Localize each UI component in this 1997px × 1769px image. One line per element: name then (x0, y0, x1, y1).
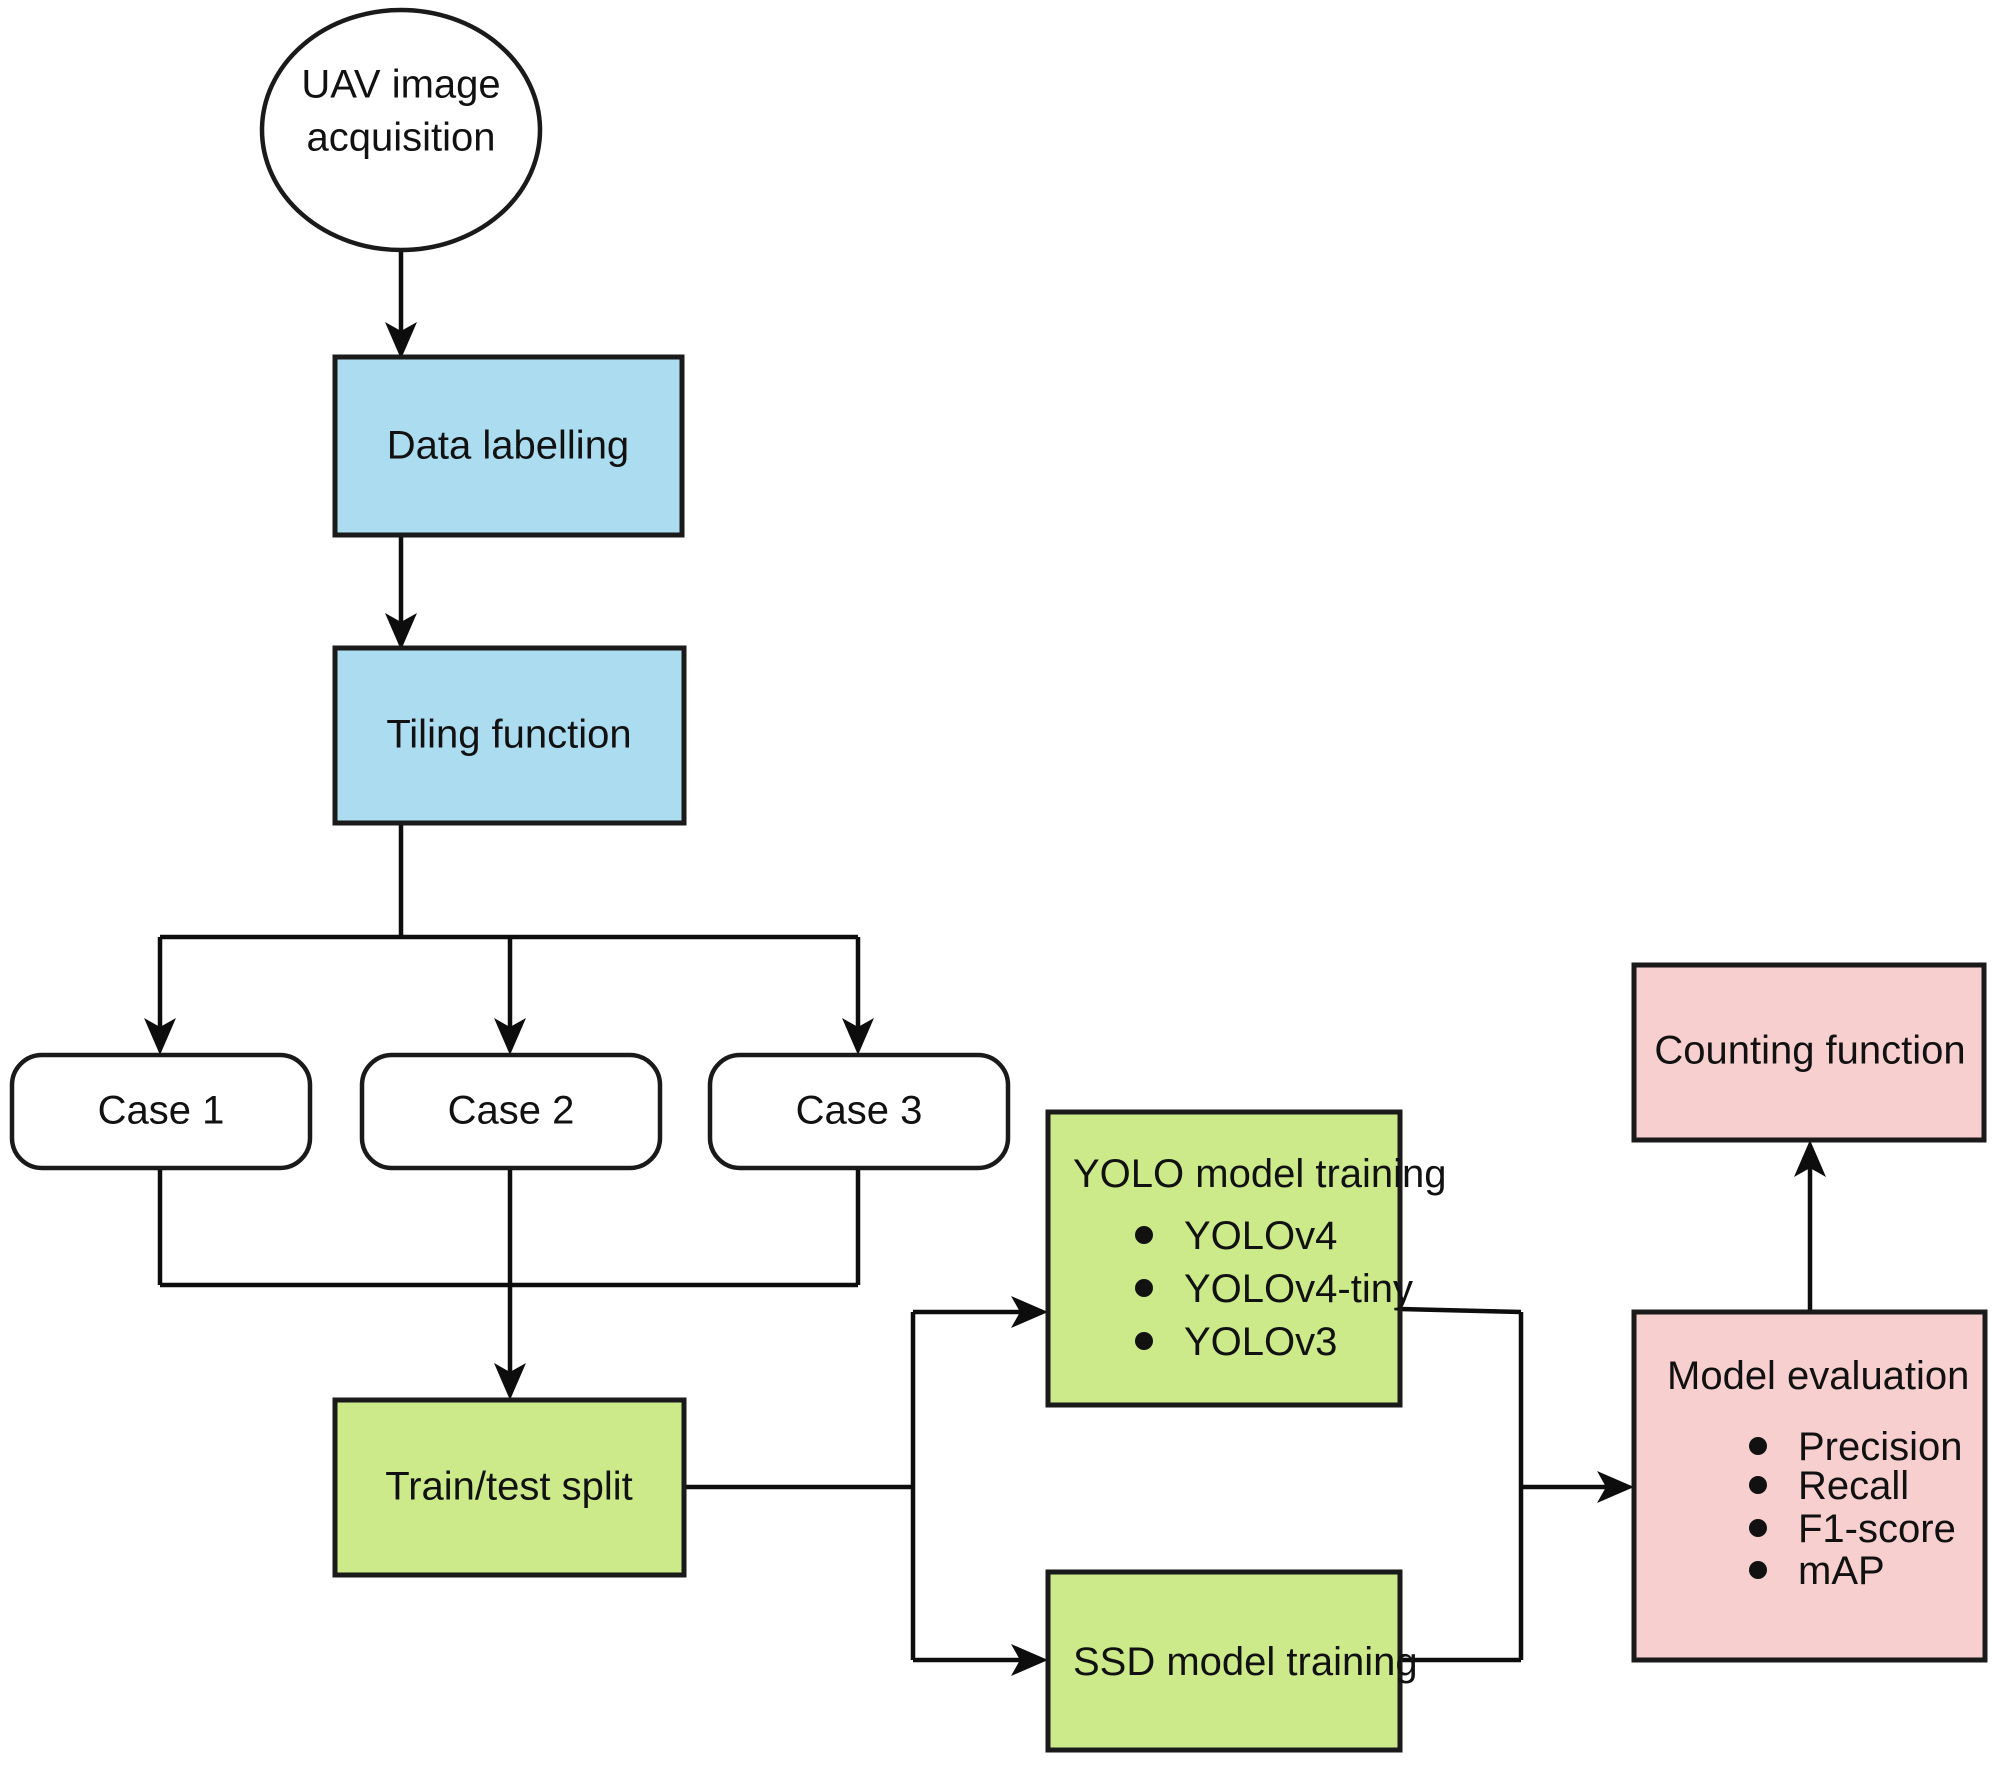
tiling-function-rect (332, 645, 687, 826)
ssd-training-rect (1045, 1569, 1403, 1753)
edge-case-2-to-train-test-split (494, 1168, 526, 1400)
edge-uav-to-data-labelling (385, 250, 417, 359)
edge-join-to-model-evaluation (1521, 1471, 1634, 1503)
model-evaluation-label: Model evaluation (1667, 1354, 1969, 1398)
train-test-split-rect (332, 1397, 687, 1578)
case-1-label: Case 1 (98, 1089, 225, 1133)
uav-acquisition-ellipse (259, 7, 543, 253)
node-case-3[interactable]: Case 3 (707, 1052, 1011, 1171)
node-train-test-split[interactable]: Train/test split (332, 1397, 687, 1578)
uav-acquisition-label-line2: acquisition (306, 116, 495, 160)
yolo-training-rect (1045, 1109, 1403, 1408)
edge-fork-to-case-2 (494, 937, 526, 1055)
yolo-bullet-dot-1 (1135, 1279, 1153, 1297)
case-2-label: Case 2 (448, 1089, 575, 1133)
model-eval-bullet-dot-1 (1749, 1476, 1767, 1494)
node-ssd-model-training[interactable]: SSD model training (1045, 1569, 1418, 1753)
edge-split-to-yolo (913, 1296, 1048, 1328)
train-test-split-label: Train/test split (385, 1465, 632, 1509)
model-evaluation-rect (1631, 1309, 1988, 1663)
node-tiling-function[interactable]: Tiling function (332, 645, 687, 826)
edge-split-to-ssd (913, 1644, 1048, 1676)
edge-yolo-to-join (1399, 1306, 1522, 1315)
model-eval-bullet-dot-0 (1749, 1437, 1767, 1455)
yolo-bullet-dot-2 (1135, 1332, 1153, 1350)
edge-train-test-split-bus (684, 1312, 916, 1660)
edge-fork-to-case-3 (842, 937, 874, 1055)
model-eval-bullet-label-2: F1-score (1798, 1507, 1956, 1551)
yolo-bullet-dot-0 (1135, 1226, 1153, 1244)
case-2-rect (359, 1052, 663, 1171)
node-model-evaluation[interactable]: Model evaluation Precision Recall F1-sco… (1631, 1309, 1988, 1663)
yolo-bullet-label-1: YOLOv4-tiny (1184, 1267, 1413, 1311)
yolo-bullet-label-0: YOLOv4 (1184, 1214, 1337, 1258)
case-1-rect (9, 1052, 313, 1171)
yolo-bullet-label-2: YOLOv3 (1184, 1320, 1337, 1364)
edge-model-evaluation-to-counting (1794, 1140, 1826, 1312)
uav-acquisition-label-line1: UAV image (301, 63, 500, 107)
data-labelling-label: Data labelling (387, 424, 629, 468)
node-data-labelling[interactable]: Data labelling (332, 354, 685, 538)
node-yolo-model-training[interactable]: YOLO model training YOLOv4 YOLOv4-tiny Y… (1045, 1109, 1447, 1408)
model-eval-bullet-label-0: Precision (1798, 1425, 1963, 1469)
edge-fork-to-case-1 (144, 937, 176, 1055)
edge-tiling-fork (160, 823, 858, 940)
node-counting-function[interactable]: Counting function (1631, 962, 1987, 1143)
model-eval-bullet-dot-3 (1749, 1561, 1767, 1579)
node-case-2[interactable]: Case 2 (359, 1052, 663, 1171)
yolo-training-label: YOLO model training (1073, 1152, 1447, 1196)
data-labelling-rect (332, 354, 685, 538)
case-3-label: Case 3 (796, 1089, 923, 1133)
edge-data-labelling-to-tiling (385, 535, 417, 650)
model-eval-bullet-dot-2 (1749, 1519, 1767, 1537)
model-eval-bullet-label-3: mAP (1798, 1549, 1885, 1593)
tiling-function-label: Tiling function (386, 713, 631, 757)
counting-function-label: Counting function (1654, 1029, 1965, 1073)
node-case-1[interactable]: Case 1 (9, 1052, 313, 1171)
counting-function-rect (1631, 962, 1987, 1143)
case-3-rect (707, 1052, 1011, 1171)
ssd-training-label: SSD model training (1073, 1640, 1418, 1684)
node-uav-image-acquisition[interactable]: UAV image acquisition (259, 7, 543, 253)
model-eval-bullet-label-1: Recall (1798, 1464, 1909, 1508)
edges-layer (144, 250, 1826, 1676)
